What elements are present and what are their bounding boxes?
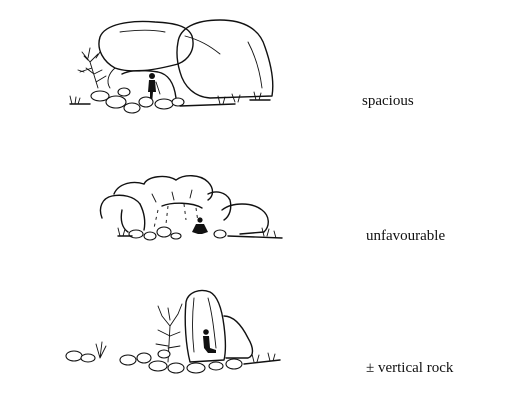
caption-spacious: spacious	[362, 93, 414, 109]
panel-spacious: spacious	[0, 0, 530, 130]
caption-unfavourable: unfavourable	[366, 228, 446, 244]
low-rock-overhang-illustration	[99, 175, 283, 241]
panel-unfavourable: unfavourable	[0, 160, 530, 260]
caption-vertical: ± vertical rock	[366, 360, 454, 376]
boulder-rock-shelter-illustration	[69, 19, 274, 114]
panel-vertical: ± vertical rock	[0, 280, 530, 400]
vertical-rock-slab-illustration	[65, 289, 281, 374]
